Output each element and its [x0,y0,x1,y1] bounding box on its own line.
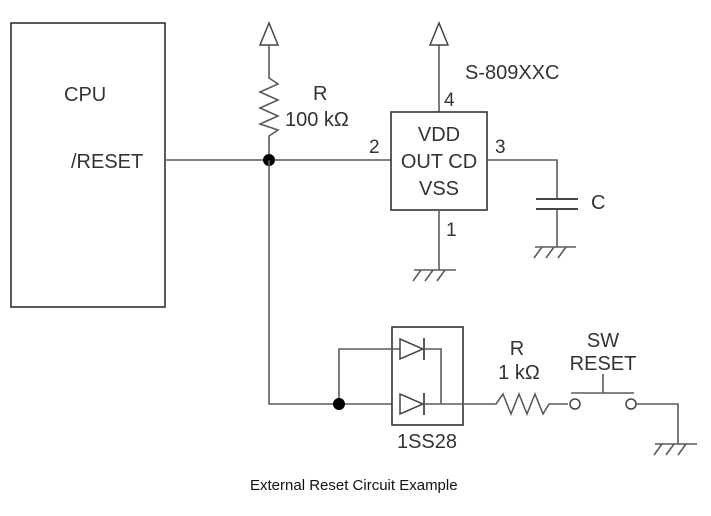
cpu-block [10,22,166,308]
ic-out-cd-text: OUT CD [401,151,477,173]
ground-icon-capacitor [533,246,576,259]
ground-icon-switch [653,443,697,456]
pullup-resistor-name: R [313,83,327,105]
ic-vdd-text: VDD [418,124,460,146]
vdd-supply-arrow-left [258,21,280,70]
ic-vdd-supply-arrow [428,21,450,112]
reset-to-diode-wire [268,160,392,405]
diode-pair-label: 1SS28 [397,431,457,453]
diode-cathode-tie-wire [424,348,442,404]
upper-diode-input-wire [338,348,400,404]
switch-ground-wire [636,403,679,444]
junction-dot-diode [333,398,345,410]
cpu-reset-pin-label: /RESET [71,151,143,173]
figure-caption: External Reset Circuit Example [250,477,458,494]
ground-icon-ic [412,269,456,282]
ic-vss-text: VSS [419,178,459,200]
cpu-label: CPU [64,84,106,106]
ic-part-label: S-809XXC [465,62,560,84]
pullup-resistor-symbol [257,70,280,160]
series-resistor-value: 1 kΩ [498,362,540,384]
diode-pair-block [391,326,464,426]
switch-label-reset: RESET [570,353,637,375]
reset-switch-icon[interactable] [569,374,637,410]
cd-wire [487,159,558,199]
capacitor-symbol [536,198,578,210]
series-resistor-name: R [510,338,524,360]
pullup-resistor-value: 100 kΩ [285,109,349,131]
diode-lower-icon [399,392,425,416]
switch-label-sw: SW [587,330,619,352]
capacitor-label: C [591,192,605,214]
diode-upper-icon [399,337,425,361]
ic-pin-2-label: 2 [369,137,380,158]
ic-pin-1-label: 1 [446,220,457,241]
series-resistor-symbol [489,391,568,417]
ic-pin-3-label: 3 [495,137,506,158]
ic-pin-4-label: 4 [444,90,455,111]
